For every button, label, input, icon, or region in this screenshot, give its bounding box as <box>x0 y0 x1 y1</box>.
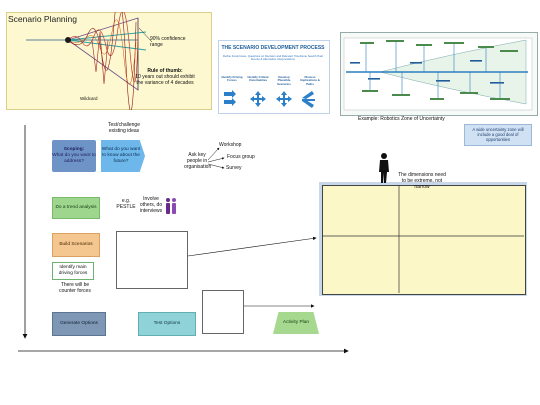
process-step-3: Develop Plausible Scenarios <box>277 75 291 86</box>
trend-analysis-box: Do a trend analysis <box>52 197 100 219</box>
test-options-text: Test Options <box>153 321 181 326</box>
uncertainty-note: A wide uncertainty zone will include a g… <box>464 124 532 146</box>
scenario-planning-title: Scenario Planning <box>8 14 77 24</box>
robotics-zone-caption: Example: Robotics Zone of Uncertainty <box>358 116 445 122</box>
build-scenarios-box: Build Scenarios <box>52 233 100 257</box>
ask-key-people-label: Ask key people in organisation <box>184 152 212 170</box>
scoping-box: Scoping:What do you want to address? <box>52 140 96 172</box>
generate-options-text: Generate Options <box>60 321 98 326</box>
confidence-range-label: 90% confidence range <box>150 36 186 48</box>
person-silhouette-icon <box>379 153 389 183</box>
process-step-icons <box>224 90 315 108</box>
matrix-quadrant-lines <box>322 185 524 293</box>
scoping-text: What do you want to address? <box>52 153 96 164</box>
scenario-placeholder-box <box>116 231 188 289</box>
people-icon <box>166 198 176 214</box>
activity-plan-text: Activity Plan <box>282 320 310 325</box>
robotics-zone-graphic <box>343 37 533 111</box>
wildcard-label: Wildcard <box>80 96 98 101</box>
driving-forces-box: Identify main driving forces <box>52 262 94 280</box>
activity-plan-box: Activity Plan <box>273 312 319 334</box>
uncertainty-matrix <box>322 185 526 295</box>
scoping-title: Scoping: <box>63 147 85 152</box>
workshop-label: Workshop <box>219 142 242 148</box>
scenario-development-process-card <box>218 40 330 114</box>
options-placeholder-box <box>202 290 244 334</box>
process-card-title: THE SCENARIO DEVELOPMENT PROCESS <box>221 45 325 51</box>
rule-heading: Rule of thumb: <box>147 68 183 74</box>
driving-forces-text: Identify main driving forces <box>58 265 88 276</box>
rule-text: 10 years out should exhibit the variance… <box>135 74 195 86</box>
process-step-1: Identify Driving Forces <box>221 75 243 83</box>
scenario-planning-panel <box>6 12 212 110</box>
test-challenge-label: Test/challenge existing ideas <box>108 122 140 134</box>
counter-forces-label: There will be counter forces <box>59 282 91 294</box>
pestle-label: e.g. PESTLE <box>116 198 136 210</box>
focus-group-label: Focus group <box>227 154 255 160</box>
survey-label: Survey <box>226 165 242 171</box>
test-options-box: Test Options <box>138 312 196 336</box>
process-card-subtitle: Define Focal Issue, Questions on Decisio… <box>223 54 323 62</box>
scenario-cone-graphic <box>26 12 153 110</box>
future-question-text: What do you want to know about the futur… <box>101 147 141 164</box>
dimensions-label: The dimensions need to be extreme, not n… <box>398 172 446 190</box>
rule-of-thumb: Rule of thumb: 10 years out should exhib… <box>134 68 196 86</box>
process-step-2: Identify Critical Uncertainties <box>247 75 269 83</box>
trend-analysis-text: Do a trend analysis <box>55 205 97 210</box>
generate-options-box: Generate Options <box>52 312 106 336</box>
involve-others-label: Involve others, do interviews <box>139 196 163 214</box>
process-step-4: Discuss Implications & Paths <box>300 75 320 86</box>
future-question-box: What do you want to know about the futur… <box>101 140 145 172</box>
build-scenarios-text: Build Scenarios <box>59 242 93 247</box>
